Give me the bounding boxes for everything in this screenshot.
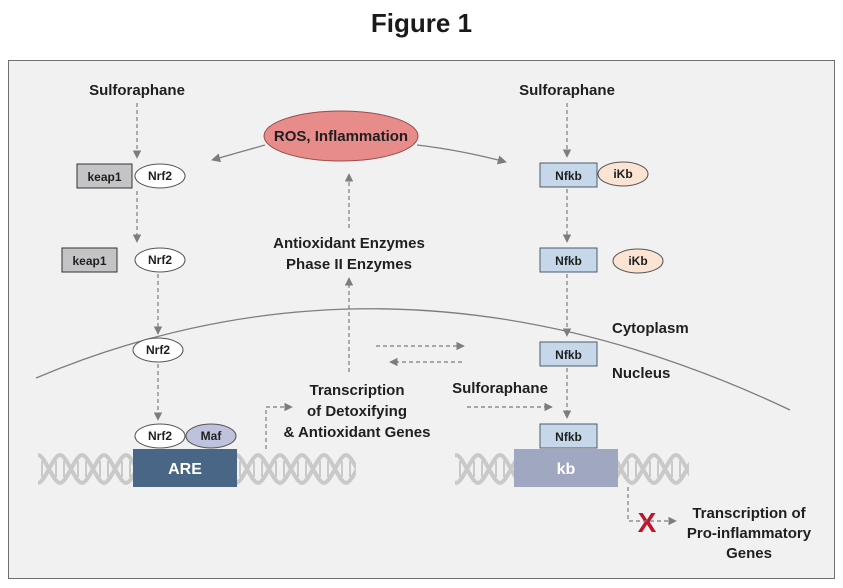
nrf2-label-bound: Nrf2 [148,429,172,443]
are-element [133,449,237,487]
transcription-line-3: & Antioxidant Genes [284,424,431,441]
transcription-line-2: of Detoxifying [307,403,407,420]
keap1-label-2: keap1 [72,254,106,268]
figure-panel [8,60,835,579]
nfkb-box-bound [539,423,598,449]
keap1-label-1: keap1 [87,170,121,184]
nfkb-label-1: Nfkb [555,169,582,183]
maf-node [185,423,237,449]
are-label: ARE [168,461,202,478]
arrow-ros-to-nfkb [416,144,507,165]
antioxidant-enzymes-label: Antioxidant Enzymes [273,235,425,252]
dashed-arrows [132,103,677,526]
sulforaphane-right-label: Sulforaphane [519,82,615,99]
sulforaphane-nuclear-label: Sulforaphane [452,380,548,397]
ikb-node-2 [612,248,664,274]
proinflammatory-line-1: Transcription of [692,505,806,522]
ros-inflammation-label: ROS, Inflammation [274,128,408,145]
ikb-label-2: iKb [628,254,647,268]
nfkb-label-bound: Nfkb [555,430,582,444]
keap1-box-1 [76,163,133,189]
nrf2-node-2 [134,247,186,273]
block-x-mark: X [638,507,657,538]
proinflammatory-line-2: Pro-inflammatory [687,525,812,542]
ros-arrows [211,144,507,165]
nfkb-box-nuclear [539,341,598,367]
maf-label: Maf [201,429,223,443]
sulforaphane-left-label: Sulforaphane [89,82,185,99]
nrf2-node-bound [134,423,186,449]
arrow-kb-to-proinflammatory [627,487,677,526]
phase2-enzymes-label: Phase II Enzymes [286,256,412,273]
nrf2-node-nuclear [132,337,184,363]
transcription-line-1: Transcription [309,382,404,399]
nfkb-box-2 [539,247,598,273]
nrf2-label-nuclear: Nrf2 [146,343,170,357]
nfkb-label-nuclear: Nfkb [555,348,582,362]
cytoplasm-label: Cytoplasm [612,320,689,337]
kb-element [514,449,618,487]
ikb-node-1 [597,161,649,187]
nfkb-box-1 [539,162,598,188]
nucleus-label: Nucleus [612,365,670,382]
nfkb-label-2: Nfkb [555,254,582,268]
ikb-label-1: iKb [613,167,632,181]
nrf2-node-1 [134,163,186,189]
arrow-ros-to-nrf2 [211,144,266,163]
kb-label: kb [557,461,576,478]
proinflammatory-line-3: Genes [726,545,772,562]
figure-title: Figure 1 [370,8,473,38]
nrf2-label-1: Nrf2 [148,169,172,183]
ros-inflammation-node [263,110,419,162]
arrow-are-to-transcription [265,402,293,449]
nrf2-label-2: Nrf2 [148,253,172,267]
keap1-box-2 [61,247,118,273]
